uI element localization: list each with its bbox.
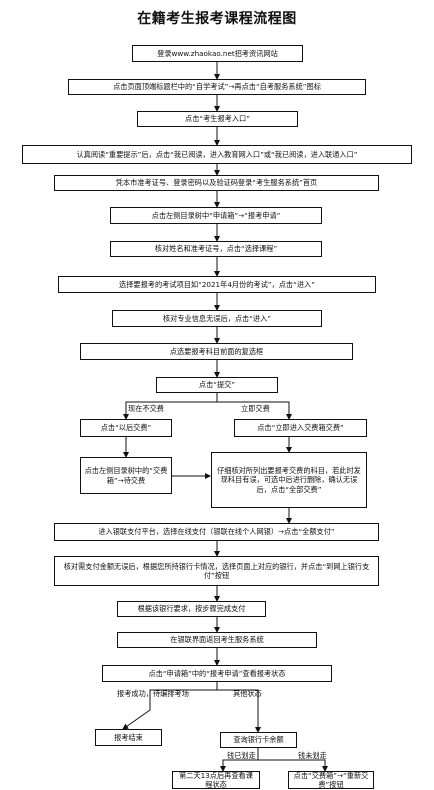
branch-label-other: 其他状态 (233, 689, 262, 698)
step-check-subjects: 点选要报考科目前面的复选框 (80, 343, 353, 360)
step-check-next-day: 第二天13点后再查看课程状态 (172, 771, 260, 789)
branch-label-success: 报考成功，待编排考场 (117, 689, 189, 698)
step-repay: 点击“交费箱”→“重新交费”按钮 (288, 771, 374, 789)
step-view-status: 点击“申请箱”中的“报考申请”查看报考状态 (102, 665, 332, 682)
step-end: 报考结束 (95, 729, 162, 746)
step-read-notice: 认真阅读“重要提示”后，点击“我已阅读，进入教育网入口”或“我已阅读，进入联通入… (22, 145, 412, 164)
step-check-balance: 查询银行卡余额 (220, 732, 297, 748)
branch-label-not-deducted: 钱未划走 (298, 751, 327, 760)
branch-label-pay-now: 立即交费 (241, 404, 270, 413)
step-verify-amount: 核对需支付金额无误后，根据您所持银行卡情况，选择页面上对应的银行，并点击“到网上… (54, 556, 379, 586)
step-return-system: 在银联界面返回考生服务系统 (117, 632, 317, 648)
step-select-exam: 选择要报考的考试项目如“2021年4月份的考试”，点击“进入” (58, 276, 376, 293)
branch-label-pay-later: 现在不交费 (128, 404, 164, 413)
step-pay-later: 点击“以后交费” (80, 419, 172, 437)
step-verify-major: 核对专业信息无误后，点击“进入” (112, 310, 322, 327)
step-complete-payment: 根据该银行要求，按步骤完成支付 (117, 601, 266, 617)
step-login-site: 登录www.zhaokao.net招考资讯网站 (132, 45, 303, 62)
step-click-selfstudy: 点击页面顶端标题栏中的“自学考试”→再点击“自考服务系统”图标 (68, 79, 366, 95)
step-pay-box-pending: 点击左侧目录树中的“交费箱”→待交费 (80, 457, 172, 494)
page-title: 在籍考生报考课程流程图 (137, 11, 297, 27)
step-candidate-entry: 点击“考生报考入口” (137, 111, 298, 127)
step-verify-subjects: 仔细核对所列出要报考交费的科目，若此时发现科目有误，可选中后进行删除，确认无误后… (211, 452, 367, 508)
step-login-system: 凭本市准考证号、登录密码以及验证码登录“考生服务系统”首页 (54, 175, 379, 191)
branch-label-deducted: 钱已划走 (227, 751, 256, 760)
step-unionpay: 进入银联支付平台，选择在线支付（银联在线个人网银）→点击“全额支付” (54, 523, 379, 541)
step-select-course: 核对姓名和准考证号，点击“选择课程” (110, 241, 322, 257)
step-pay-now: 点击“立即进入交费箱交费” (234, 419, 367, 437)
step-apply-box: 点击左侧目录树中“申请箱”→“报考申请” (110, 207, 322, 224)
step-submit: 点击“提交” (156, 377, 278, 393)
